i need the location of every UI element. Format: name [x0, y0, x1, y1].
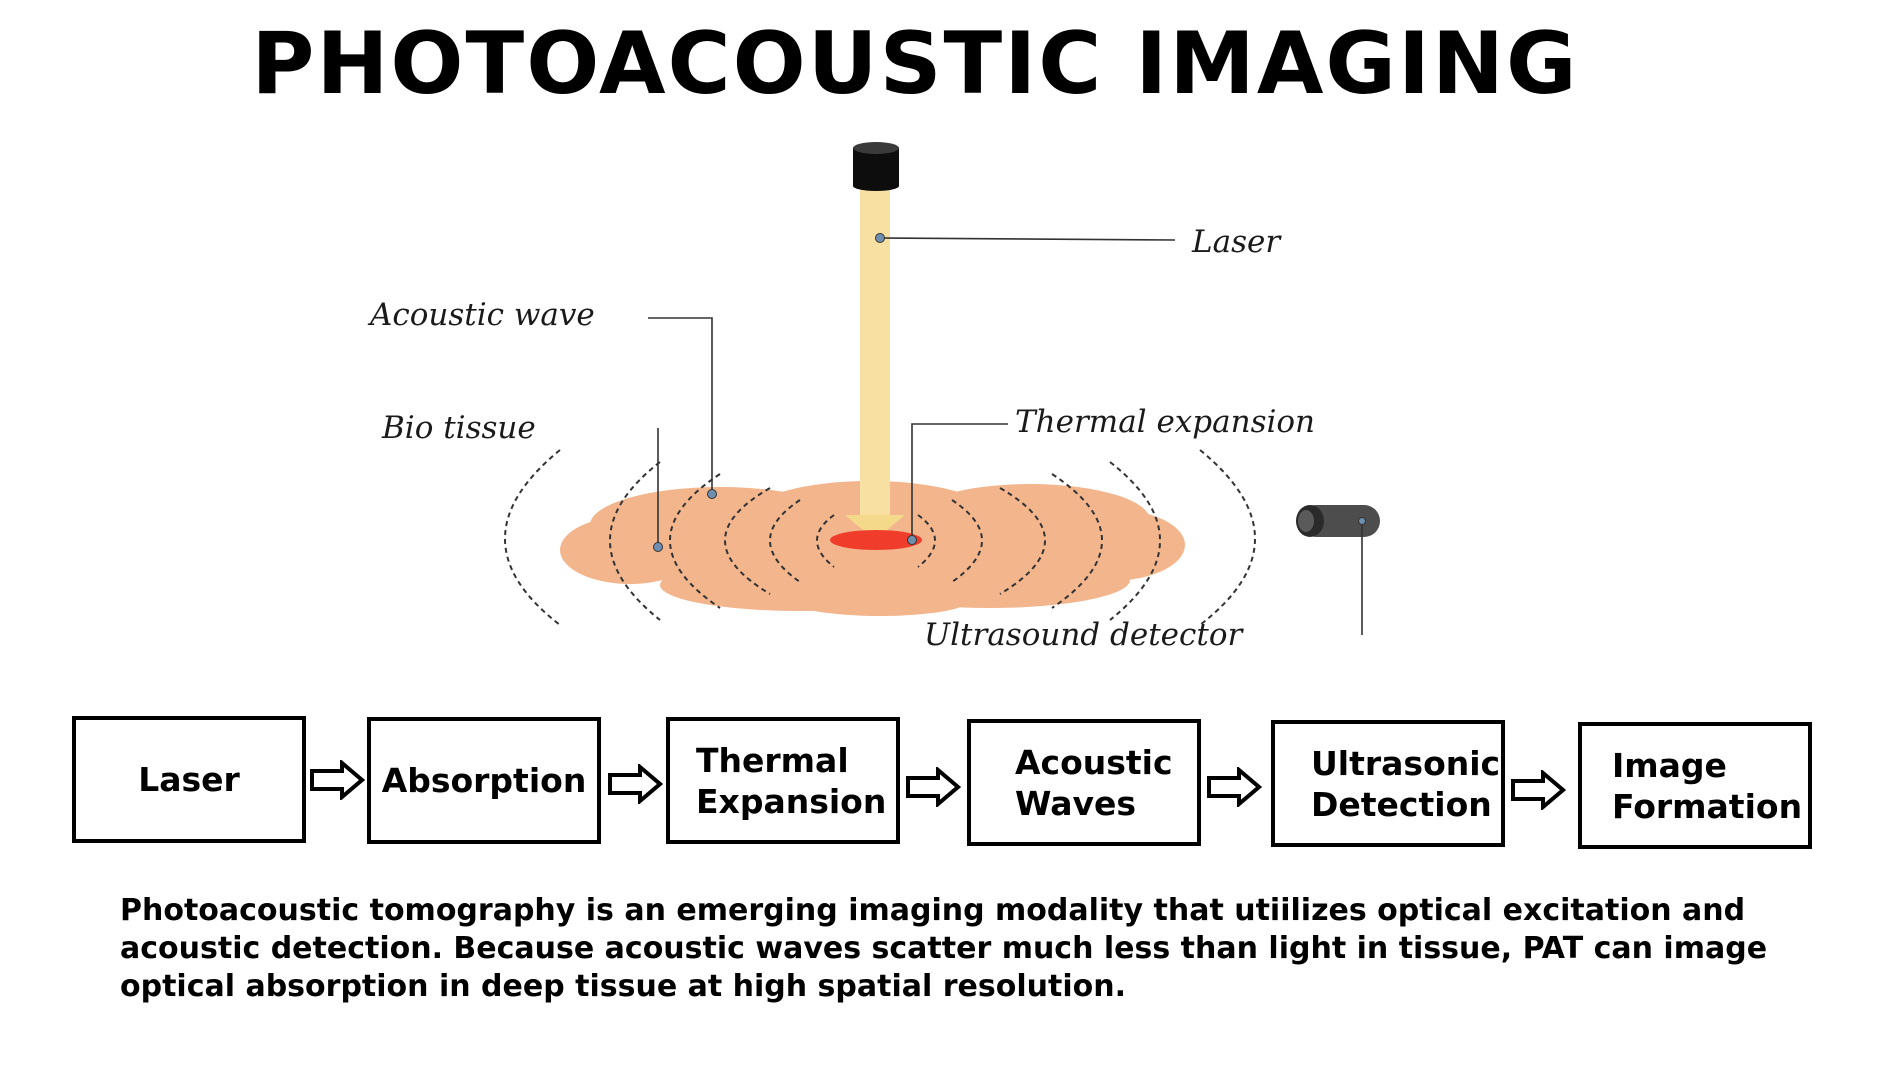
flow-step-image-formation: Image Formation [1578, 722, 1812, 849]
ultrasound-detector [1296, 505, 1380, 537]
flow-step-label-line: Acoustic [1015, 742, 1173, 782]
flow-step-laser: Laser [72, 716, 306, 843]
photoacoustic-illustration: Laser Acoustic wave Bio tissue Thermal e… [367, 142, 1380, 653]
flow-step-label-line: Waves [1015, 783, 1137, 823]
laser-beam [845, 178, 905, 540]
leader-lines [648, 237, 1363, 635]
flow-step-label: Absorption [381, 761, 587, 800]
flow-step-thermal-expansion: Thermal Expansion [666, 717, 900, 844]
flow-step-label-line: Formation [1612, 786, 1803, 826]
flow-step-label-line: Thermal [696, 740, 849, 780]
flow-step-label-line: Detection [1311, 784, 1492, 824]
description-line: optical absorption in deep tissue at hig… [120, 969, 1126, 1004]
flow-step-label-line: Expansion [696, 781, 887, 821]
label-acoustic-wave: Acoustic wave [367, 297, 595, 333]
absorption-hotspot [830, 530, 922, 550]
description-line: acoustic detection. Because acoustic wav… [120, 931, 1768, 966]
flow-arrow-icon [906, 767, 961, 807]
description-paragraph: Photoacoustic tomography is an emerging … [120, 892, 1820, 1006]
label-bio-tissue: Bio tissue [381, 410, 536, 446]
page-title: PHOTOACOUSTIC IMAGING [251, 14, 1579, 114]
flow-step-label: Laser [138, 760, 240, 799]
bio-tissue-shape [560, 481, 1185, 616]
flow-step-absorption: Absorption [367, 717, 601, 844]
flow-arrow-icon [310, 760, 365, 800]
laser-source [853, 142, 899, 191]
flow-arrow-icon [1511, 770, 1566, 810]
flow-arrow-icon [608, 764, 663, 804]
label-thermal-expansion: Thermal expansion [1015, 404, 1315, 440]
description-line: Photoacoustic tomography is an emerging … [120, 893, 1746, 928]
acoustic-wave-arcs [504, 449, 1256, 626]
label-ultrasound-detector: Ultrasound detector [924, 617, 1244, 653]
leader-dots [653, 233, 1366, 552]
flow-step-acoustic-waves: Acoustic Waves [967, 719, 1201, 846]
flow-step-ultrasonic-detection: Ultrasonic Detection [1271, 720, 1505, 847]
label-laser: Laser [1191, 224, 1282, 260]
flow-step-label-line: Image [1612, 745, 1727, 785]
flow-step-label-line: Ultrasonic [1311, 743, 1501, 783]
flow-arrow-icon [1207, 767, 1262, 807]
